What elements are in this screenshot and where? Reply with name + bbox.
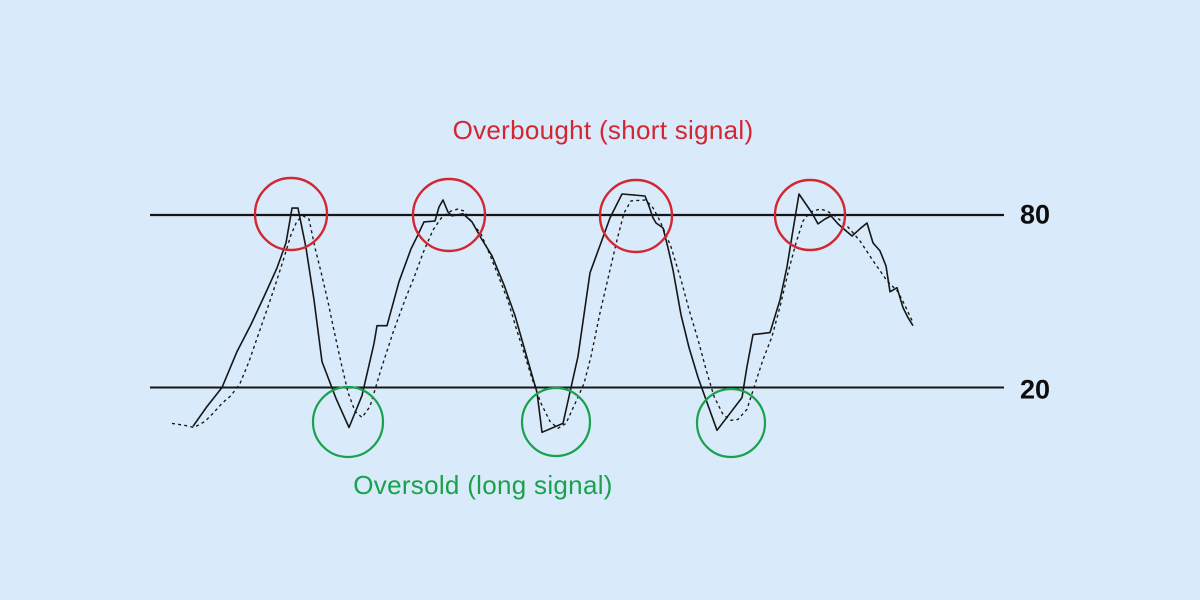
- signal-line-series: [171, 199, 913, 429]
- oversold-level-value: 20: [1020, 374, 1051, 405]
- oversold-label: Oversold (long signal): [353, 470, 613, 500]
- oversold-circle-3: [695, 387, 767, 459]
- overbought-circle-2: [411, 177, 487, 253]
- oversold-circle-2: [520, 386, 592, 458]
- overbought-label: Overbought (short signal): [452, 115, 754, 145]
- overbought-circle-1: [253, 176, 329, 252]
- fast-line-series: [192, 193, 914, 434]
- overbought-level-value: 80: [1020, 199, 1051, 230]
- overbought-circle-3: [598, 178, 674, 254]
- oversold-circle-1: [311, 385, 385, 459]
- overbought-circle-4: [773, 178, 847, 252]
